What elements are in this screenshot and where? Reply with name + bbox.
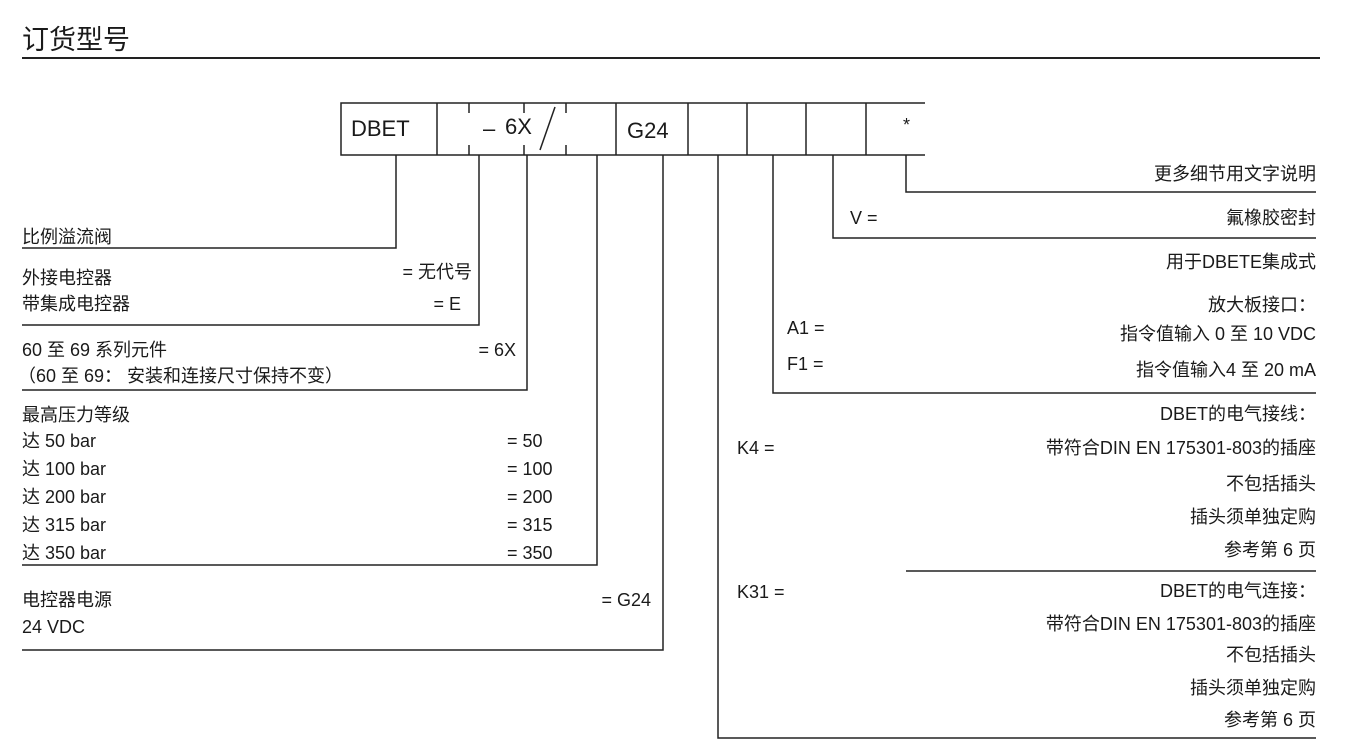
f1-code: F1 =	[787, 354, 824, 374]
code-cell-dash: –	[483, 116, 496, 141]
seal-code: V =	[850, 208, 878, 228]
k31-line: 参考第 6 页	[1223, 710, 1316, 730]
pressure-code: = 200	[507, 487, 553, 507]
k31-line: 不包括插头	[1226, 645, 1316, 665]
ext-controller-code: = 无代号	[402, 262, 472, 282]
page-title: 订货型号	[22, 25, 130, 55]
k31-code: K31 =	[737, 582, 785, 602]
code-cell-series: 6X	[505, 114, 532, 139]
a1-desc: 指令值输入 0 至 10 VDC	[1119, 324, 1316, 344]
k31-title: DBET的电气连接：	[1159, 581, 1316, 601]
pressure-label: 达 350 bar	[22, 543, 107, 563]
k4-code: K4 =	[737, 438, 775, 458]
pressure-title: 最高压力等级	[22, 405, 130, 425]
k4-line: 带符合DIN EN 175301-803的插座	[1045, 438, 1316, 458]
power-supply-code: = G24	[601, 590, 651, 610]
code-cell-voltage: G24	[627, 118, 669, 143]
seal: 氟橡胶密封	[1226, 208, 1316, 228]
pressure-code: = 350	[507, 543, 553, 563]
series: 60 至 69 系列元件	[22, 340, 168, 360]
ext-controller: 外接电控器	[22, 268, 112, 288]
int-controller: 带集成电控器	[22, 294, 130, 314]
pressure-code: = 100	[507, 459, 553, 479]
valve-type: 比例溢流阀	[22, 227, 112, 247]
power-supply: 电控器电源	[22, 590, 112, 610]
k4-line: 插头须单独定购	[1190, 507, 1316, 527]
pressure-label: 达 200 bar	[22, 487, 107, 507]
int-controller-code: = E	[433, 294, 461, 314]
k31-line: 插头须单独定购	[1190, 678, 1316, 698]
code-cell-dbet: DBET	[351, 116, 410, 141]
amp-title: 放大板接口：	[1208, 295, 1316, 315]
integrated-note: 用于DBETE集成式	[1165, 252, 1316, 272]
pressure-label: 达 50 bar	[22, 431, 97, 451]
pressure-label: 达 315 bar	[22, 515, 107, 535]
series-note: （60 至 69： 安装和连接尺寸保持不变）	[18, 366, 344, 386]
code-cell-asterisk: *	[903, 115, 911, 135]
pressure-code: = 315	[507, 515, 553, 535]
details-note: 更多细节用文字说明	[1154, 164, 1316, 184]
k4-line: 参考第 6 页	[1223, 540, 1316, 560]
k4-line: 不包括插头	[1226, 474, 1316, 494]
a1-code: A1 =	[787, 318, 825, 338]
k4-title: DBET的电气接线：	[1159, 404, 1316, 424]
pressure-code: = 50	[507, 431, 543, 451]
k31-line: 带符合DIN EN 175301-803的插座	[1045, 614, 1316, 634]
power-supply-value: 24 VDC	[22, 617, 86, 637]
f1-desc: 指令值输入4 至 20 mA	[1135, 360, 1316, 380]
pressure-label: 达 100 bar	[22, 459, 107, 479]
series-code: = 6X	[478, 340, 516, 360]
